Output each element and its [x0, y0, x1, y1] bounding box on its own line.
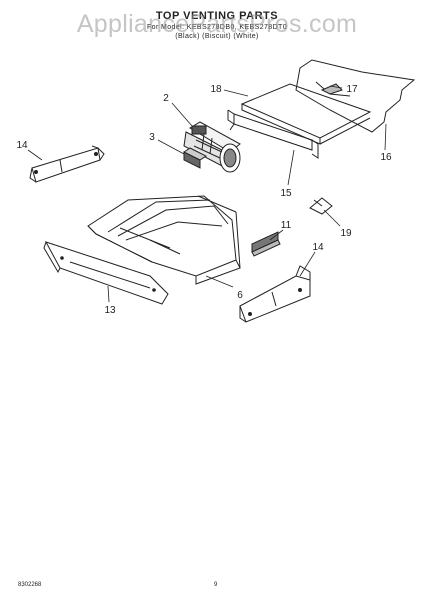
footer-code: 8302268	[18, 582, 42, 588]
diagram-title: TOP VENTING PARTS	[155, 10, 279, 22]
part-14-side-bracket-right	[239, 265, 311, 323]
callout-13: 13	[104, 305, 116, 316]
part-14-side-bracket-left	[29, 145, 105, 183]
part-6-duct-assembly	[87, 195, 241, 285]
part-18-vent-panel	[240, 83, 372, 145]
watermark: AppliancePartsPros.com	[76, 10, 358, 38]
callout-18: 18	[210, 84, 222, 95]
model-line: For Model: KEBS278DB0, KEBS278DT0	[146, 24, 288, 31]
callout-2: 2	[163, 93, 169, 104]
part-11-terminal-block	[251, 231, 281, 257]
part-16-top-cover	[295, 59, 416, 133]
part-19-clip	[309, 197, 333, 215]
part-3-connector	[183, 147, 207, 169]
page-number: 9	[214, 582, 218, 588]
color-line: (Black) (Biscuit) (White)	[175, 33, 259, 40]
callout-15: 15	[280, 188, 292, 199]
callout-labels: 2 3 6 11 13 14 14 15 16 17 18 19	[16, 84, 392, 316]
callout-16: 16	[380, 152, 392, 163]
callout-3: 3	[149, 132, 155, 143]
callout-17: 17	[346, 84, 358, 95]
part-2-blower	[183, 121, 241, 173]
callout-14-left: 14	[16, 140, 28, 151]
leader-lines	[27, 85, 387, 303]
part-15-bracket	[227, 109, 319, 159]
callout-6: 6	[237, 290, 243, 301]
callout-11: 11	[281, 220, 292, 231]
callout-14-right: 14	[312, 242, 324, 253]
callout-19: 19	[340, 228, 352, 239]
part-13-front-rail	[43, 241, 169, 305]
